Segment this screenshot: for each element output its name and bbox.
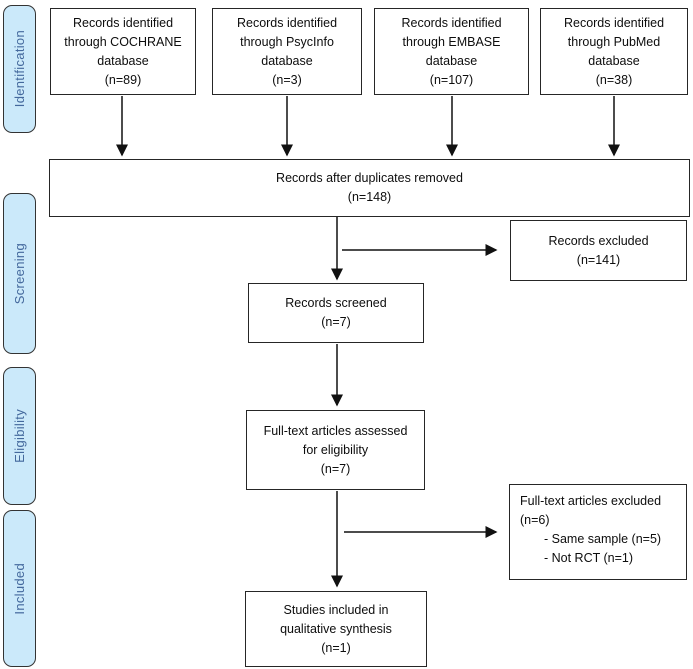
box-fulltext-assessed: Full-text articles assessed for eligibil…	[246, 410, 425, 490]
stage-eligibility: Eligibility	[3, 367, 36, 505]
box-text-line: (n=89)	[104, 72, 142, 87]
stage-screening-label: Screening	[12, 242, 27, 305]
box-records-excluded: Records excluded (n=141)	[510, 220, 687, 281]
box-text-line: Records identified	[72, 15, 174, 30]
box-text-line: through PsycInfo	[240, 34, 334, 49]
box-text-line: through PubMed	[567, 34, 661, 49]
stage-included: Included	[3, 510, 36, 667]
box-text-line: (n=3)	[272, 72, 302, 87]
box-duplicates-removed: Records after duplicates removed (n=148)	[49, 159, 690, 217]
box-text-line: database	[425, 53, 478, 68]
box-records-psycinfo: Records identified through PsycInfo data…	[212, 8, 362, 95]
box-text-line: Records identified	[401, 15, 502, 30]
box-text-line: through EMBASE	[402, 34, 501, 49]
box-text-line: through COCHRANE	[64, 34, 182, 49]
stage-identification: Identification	[3, 5, 36, 133]
box-text-line: for eligibility	[302, 442, 369, 457]
box-text-line: Records excluded	[548, 233, 649, 248]
box-text-line: Records screened	[285, 296, 387, 310]
box-studies-included: Studies included in qualitative synthesi…	[245, 591, 427, 667]
box-text-line: (n=141)	[576, 252, 621, 267]
box-records-screened: Records screened (n=7)	[248, 283, 424, 343]
box-records-embase: Records identified through EMBASE databa…	[374, 8, 529, 95]
box-text-line: Records after duplicates removed	[276, 171, 463, 185]
box-text-line: (n=6)	[520, 513, 550, 527]
box-text-line: Full-text articles excluded	[520, 494, 662, 508]
stage-included-label: Included	[12, 562, 27, 615]
box-text-line: (n=148)	[347, 190, 392, 204]
box-text-line: qualitative synthesis	[280, 621, 392, 636]
box-text-line: (n=7)	[321, 315, 351, 329]
box-fulltext-excluded: Full-text articles excluded (n=6) - Same…	[509, 484, 687, 580]
box-text-line: (n=7)	[320, 461, 351, 476]
box-text-line: - Same sample (n=5)	[544, 532, 662, 546]
stage-eligibility-label: Eligibility	[12, 409, 27, 463]
box-text-line: Full-text articles assessed	[263, 423, 408, 438]
stage-screening: Screening	[3, 193, 36, 354]
box-text-line: database	[97, 53, 149, 68]
box-text-line: Records identified	[236, 15, 338, 30]
box-text-line: (n=38)	[595, 72, 633, 87]
box-records-pubmed: Records identified through PubMed databa…	[540, 8, 688, 95]
box-text-line: (n=107)	[429, 72, 474, 87]
box-text-line: Records identified	[563, 15, 665, 30]
box-records-cochrane: Records identified through COCHRANE data…	[50, 8, 196, 95]
box-text-line: Studies included in	[283, 602, 389, 617]
box-text-line: database	[588, 53, 640, 68]
box-text-line: database	[261, 53, 313, 68]
box-text-line: (n=1)	[321, 640, 351, 655]
box-text-line: - Not RCT (n=1)	[544, 551, 634, 565]
stage-identification-label: Identification	[12, 30, 27, 108]
